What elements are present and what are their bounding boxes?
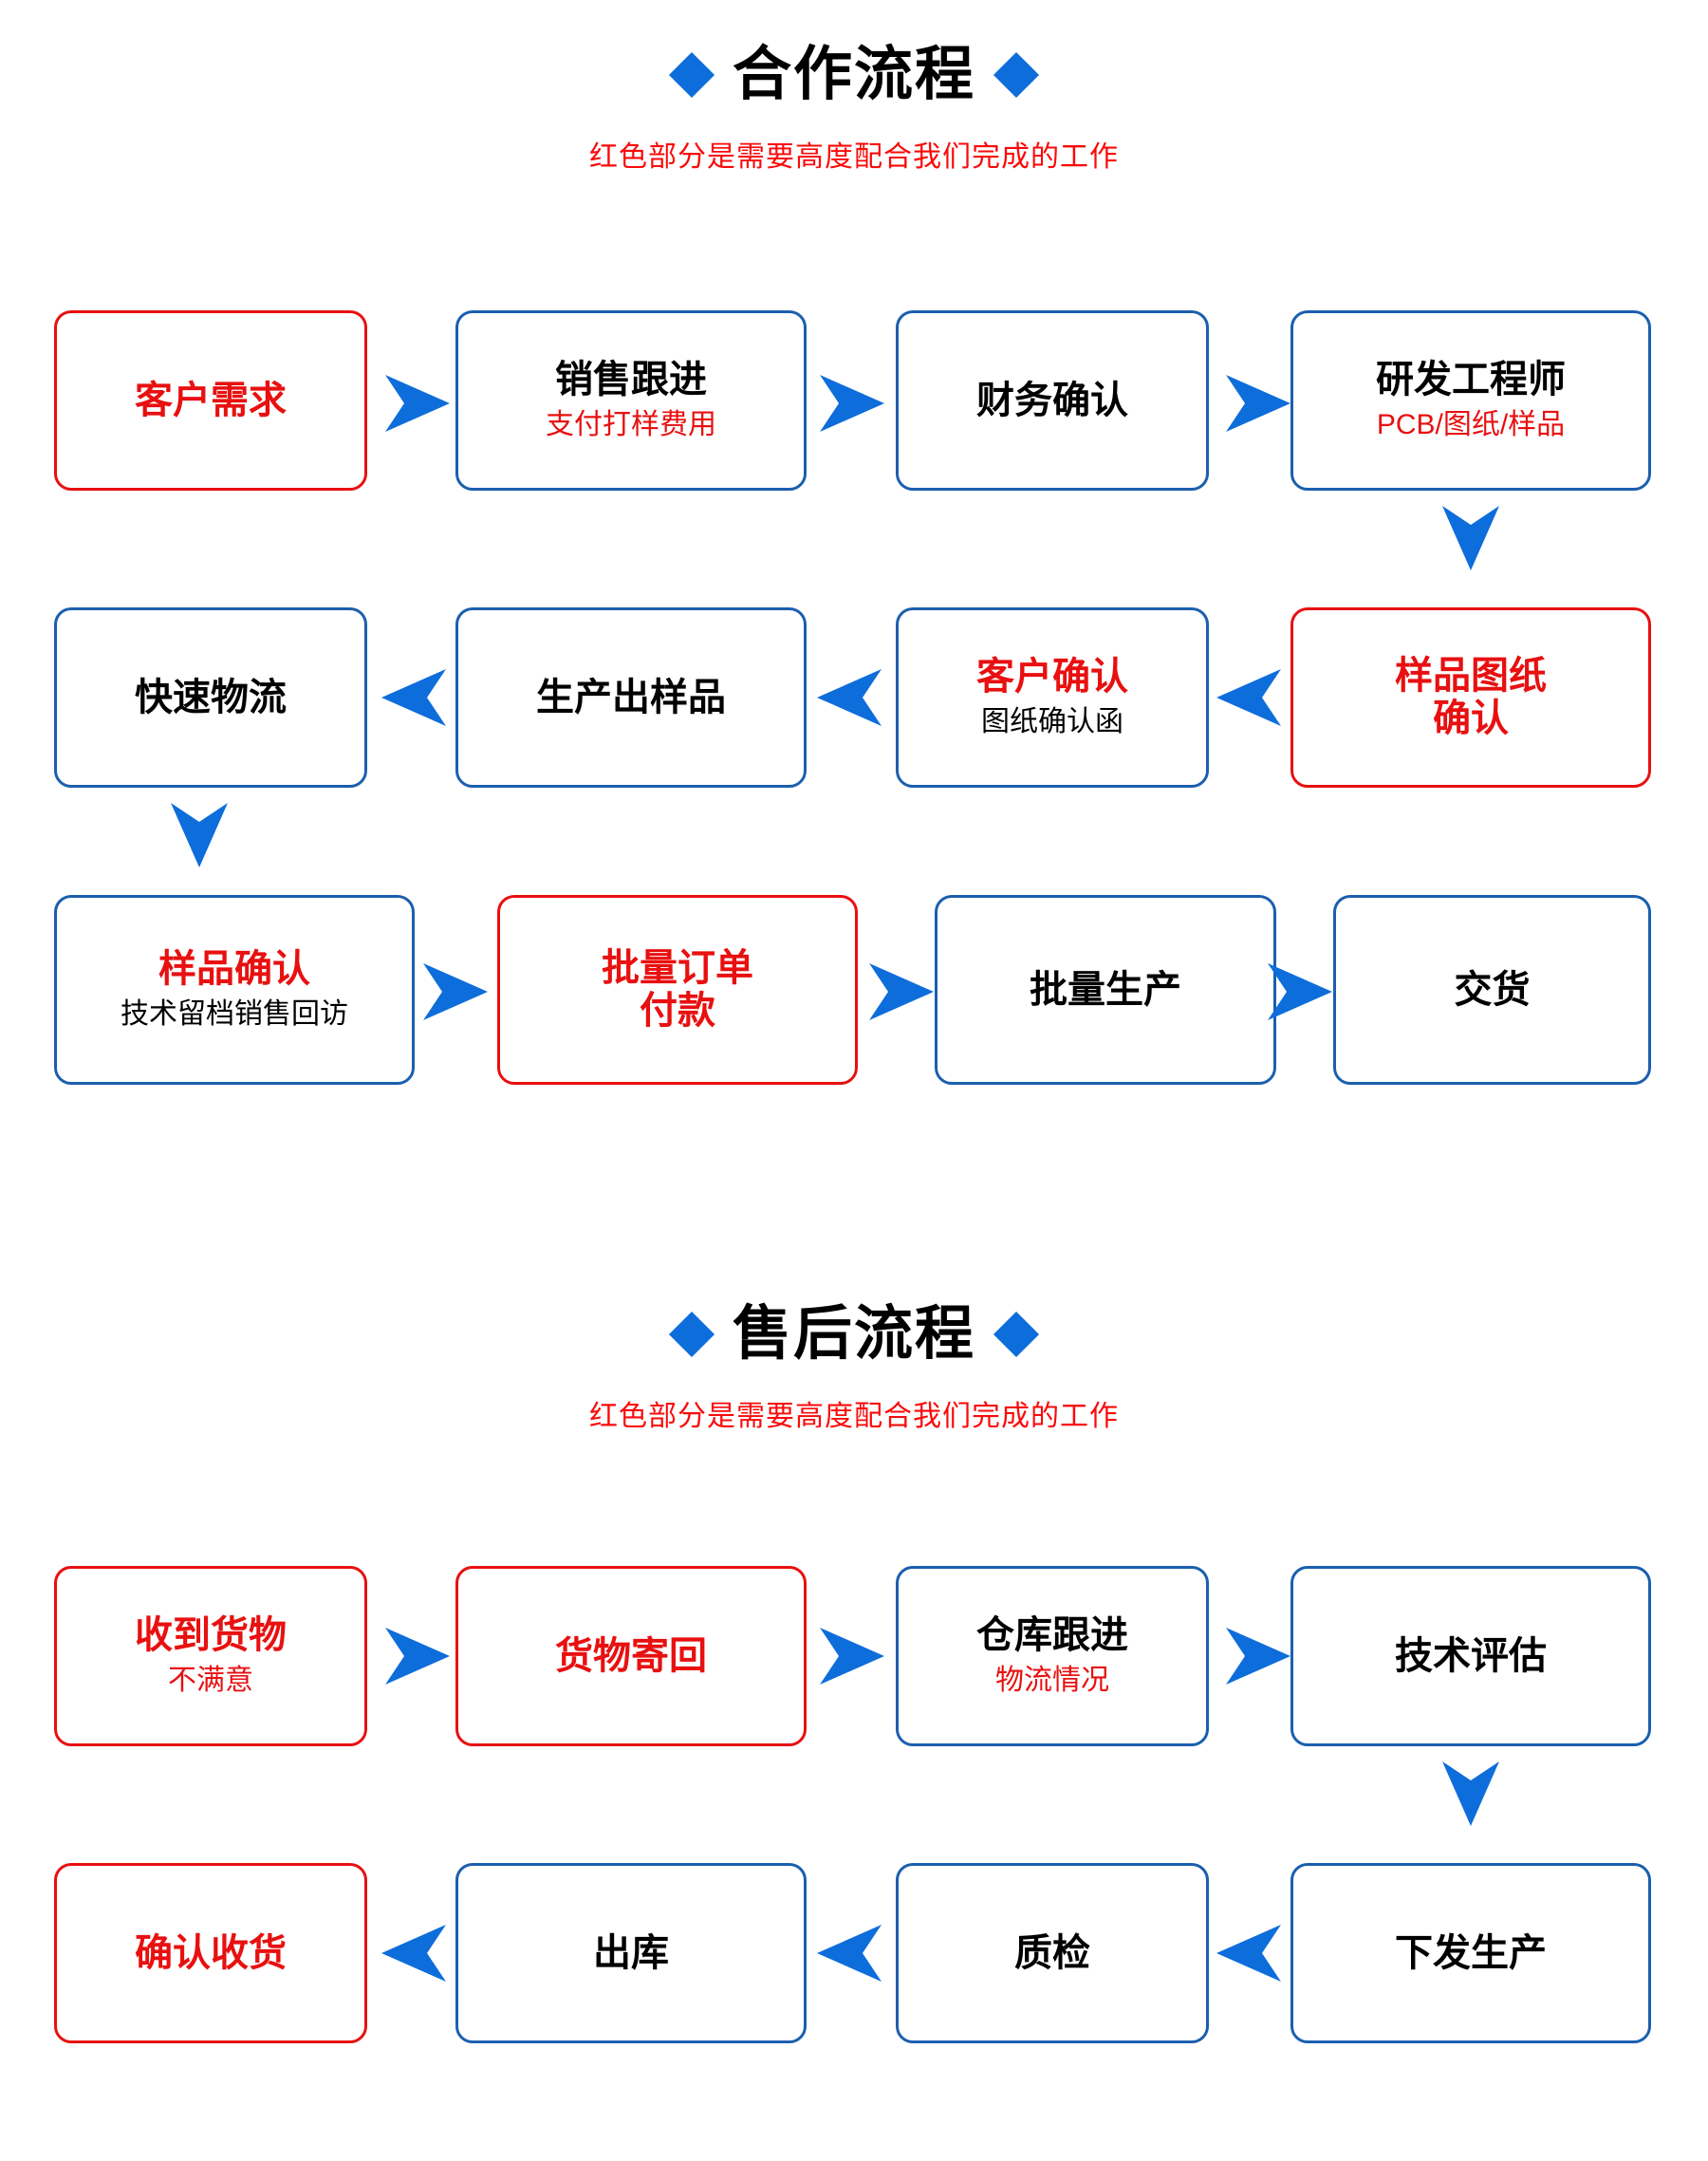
- flow-box-title: 批量订单 付款: [602, 947, 753, 1032]
- flow-box-quality-inspection[interactable]: 质检: [896, 1863, 1209, 2043]
- diamond-bullet-icon-left-2: [668, 1311, 715, 1358]
- arrow-right-icon-9: [1220, 1618, 1296, 1694]
- flow-box-title: 客户需求: [135, 379, 287, 421]
- arrow-right-icon-1: [380, 365, 455, 441]
- diamond-bullet-icon-right: [993, 51, 1040, 99]
- flow-box-title: 确认收货: [135, 1931, 287, 1974]
- diamond-bullet-icon-right-2: [993, 1311, 1040, 1358]
- arrow-right-icon-7: [380, 1618, 455, 1694]
- flow-box-title: 样品图纸 确认: [1395, 655, 1547, 739]
- section-title-aftersales: 售后流程: [0, 1305, 1708, 1364]
- arrow-left-icon-1: [1211, 660, 1287, 736]
- arrow-down-icon-2: [161, 797, 237, 873]
- arrow-left-icon-3: [376, 660, 452, 736]
- arrow-left-icon-6: [376, 1915, 452, 1991]
- flow-box-title: 财务确认: [976, 379, 1128, 421]
- flow-box-title: 出库: [593, 1931, 669, 1974]
- flow-box-bulk-order-payment[interactable]: 批量订单 付款: [497, 895, 858, 1085]
- flow-box-goods-returned[interactable]: 货物寄回: [455, 1566, 807, 1746]
- flow-box-issue-production[interactable]: 下发生产: [1290, 1863, 1651, 2043]
- flow-box-goods-received[interactable]: 收到货物 不满意: [54, 1566, 367, 1746]
- flow-box-customer-confirm[interactable]: 客户确认 图纸确认函: [896, 607, 1209, 788]
- flow-box-subtitle: 不满意: [168, 1665, 253, 1697]
- arrow-left-icon-2: [811, 660, 887, 736]
- arrow-down-icon-3: [1433, 1756, 1509, 1832]
- flow-box-title: 下发生产: [1395, 1931, 1547, 1974]
- flow-box-sample-confirm[interactable]: 样品确认 技术留档销售回访: [54, 895, 415, 1085]
- section-aftersales: 售后流程 红色部分是需要高度配合我们完成的工作: [0, 1305, 1708, 1434]
- section-subtitle-cooperation: 红色部分是需要高度配合我们完成的工作: [589, 141, 1119, 173]
- flow-box-title: 质检: [1014, 1931, 1090, 1974]
- flow-box-produce-sample[interactable]: 生产出样品: [455, 607, 807, 788]
- flow-box-subtitle: 物流情况: [995, 1665, 1109, 1697]
- flow-box-title: 生产出样品: [536, 676, 726, 718]
- flow-box-title: 批量生产: [1030, 968, 1181, 1011]
- flow-box-technical-evaluation[interactable]: 技术评估: [1290, 1566, 1651, 1746]
- arrow-right-icon-4: [418, 954, 493, 1030]
- flow-box-finance-confirm[interactable]: 财务确认: [896, 310, 1209, 491]
- section-title-text: 售后流程: [732, 1301, 975, 1367]
- flow-box-title: 技术评估: [1395, 1634, 1547, 1677]
- flow-box-bulk-production[interactable]: 批量生产: [935, 895, 1276, 1085]
- arrow-left-icon-5: [811, 1915, 887, 1991]
- flow-box-title: 仓库跟进: [976, 1614, 1128, 1657]
- flow-box-title: 货物寄回: [555, 1634, 707, 1677]
- flow-box-customer-demand[interactable]: 客户需求: [54, 310, 367, 491]
- flow-box-title: 快速物流: [135, 676, 287, 718]
- flow-box-title: 研发工程师: [1376, 359, 1566, 401]
- arrow-right-icon-3: [1220, 365, 1296, 441]
- section-title-text: 合作流程: [732, 42, 975, 107]
- flow-box-confirm-receipt[interactable]: 确认收货: [54, 1863, 367, 2043]
- flow-box-warehouse-followup[interactable]: 仓库跟进 物流情况: [896, 1566, 1209, 1746]
- flow-box-subtitle: PCB/图纸/样品: [1376, 409, 1566, 441]
- flow-box-sales-followup[interactable]: 销售跟进 支付打样费用: [455, 310, 807, 491]
- diamond-bullet-icon-left: [668, 51, 715, 99]
- flow-box-title: 客户确认: [976, 656, 1128, 699]
- flow-box-title: 销售跟进: [555, 359, 707, 401]
- flow-box-subtitle: 图纸确认函: [981, 706, 1123, 738]
- arrow-right-icon-8: [814, 1618, 890, 1694]
- arrow-right-icon-6: [1262, 954, 1338, 1030]
- section-subtitle-aftersales: 红色部分是需要高度配合我们完成的工作: [589, 1401, 1119, 1432]
- flow-box-subtitle: 技术留档销售回访: [121, 998, 348, 1031]
- arrow-right-icon-5: [863, 954, 939, 1030]
- flow-box-rd-engineer[interactable]: 研发工程师 PCB/图纸/样品: [1290, 310, 1651, 491]
- flow-box-title: 收到货物: [135, 1614, 287, 1657]
- flow-box-subtitle: 支付打样费用: [546, 409, 716, 441]
- arrow-down-icon-1: [1433, 500, 1509, 576]
- flow-box-title: 样品确认: [158, 948, 310, 991]
- arrow-left-icon-4: [1211, 1915, 1287, 1991]
- flow-box-fast-logistics[interactable]: 快速物流: [54, 607, 367, 788]
- section-title-cooperation: 合作流程: [0, 46, 1708, 104]
- section-cooperation: 合作流程 红色部分是需要高度配合我们完成的工作: [0, 46, 1708, 175]
- flow-box-title: 交货: [1454, 968, 1531, 1011]
- flow-box-outbound[interactable]: 出库: [455, 1863, 807, 2043]
- arrow-right-icon-2: [814, 365, 890, 441]
- flow-box-delivery[interactable]: 交货: [1333, 895, 1651, 1085]
- flow-box-sample-drawing-confirm[interactable]: 样品图纸 确认: [1290, 607, 1651, 788]
